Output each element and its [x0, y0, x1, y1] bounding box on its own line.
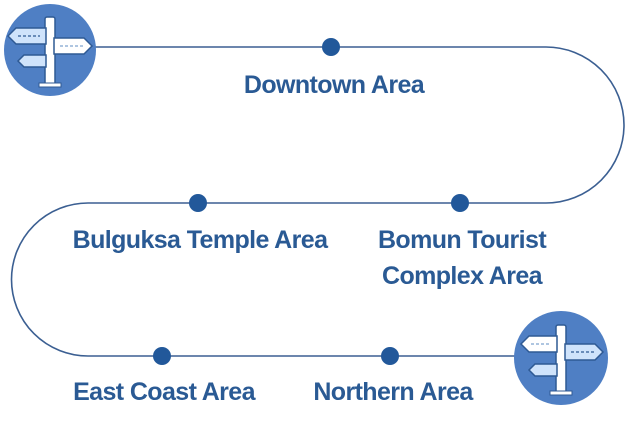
stop-label-bomun: Bomun Tourist Complex Area [377, 222, 547, 294]
stop-label-bomun-line-2: Complex Area [381, 262, 543, 290]
stop-dot-eastcoast [153, 347, 171, 365]
signpost-icon [4, 4, 96, 96]
route-line [10, 46, 625, 357]
stop-dot-downtown [322, 38, 340, 56]
stop-dot-bomun [451, 194, 469, 212]
stop-dot-bulguksa [189, 194, 207, 212]
stop-dot-northern [381, 347, 399, 365]
stop-label-downtown: Downtown Area [243, 71, 425, 99]
stop-label-northern: Northern Area [313, 378, 473, 406]
stop-label-eastcoast: East Coast Area [73, 378, 255, 406]
signpost-icon [514, 311, 608, 405]
stop-label-bulguksa: Bulguksa Temple Area [72, 226, 328, 254]
stop-label-bomun-line-1: Bomun Tourist [377, 226, 547, 254]
